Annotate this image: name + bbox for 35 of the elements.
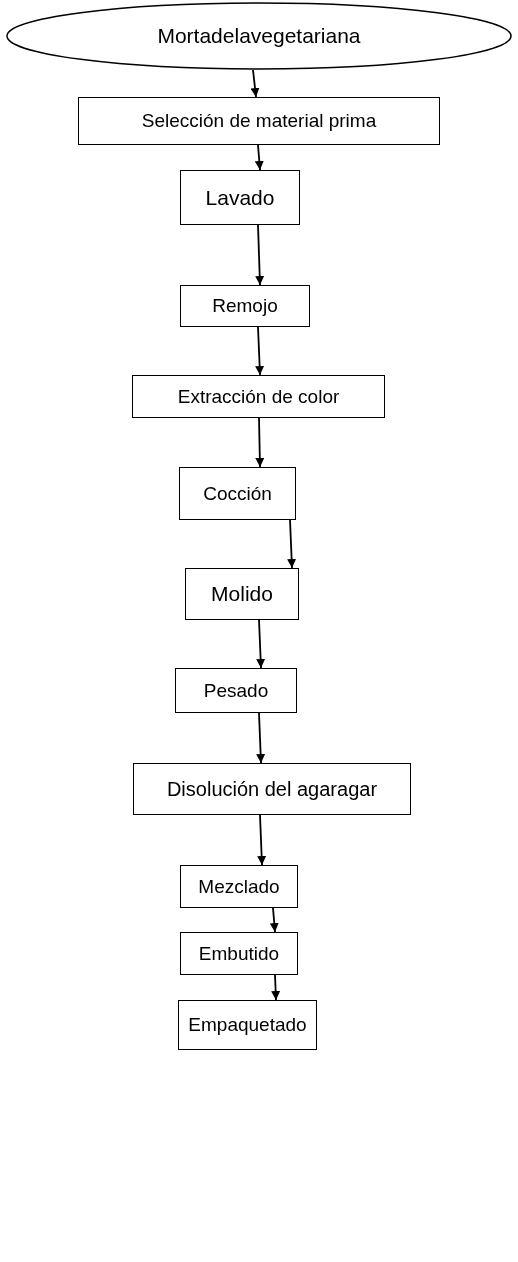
arrow	[255, 417, 265, 468]
process-box	[180, 285, 310, 327]
process-box	[132, 375, 385, 418]
process-box	[179, 467, 296, 520]
arrow	[250, 69, 260, 98]
arrow	[287, 519, 297, 569]
step-label: Mortadelavegetariana	[157, 24, 361, 48]
process-box	[78, 97, 440, 145]
step-label: Remojo	[212, 295, 278, 317]
arrow	[256, 712, 266, 764]
process-box	[178, 1000, 317, 1050]
step-label: Molido	[211, 582, 273, 606]
arrow	[256, 619, 266, 669]
process-box	[175, 668, 297, 713]
process-box	[180, 932, 298, 975]
step-label: Disolución del agaragar	[166, 777, 378, 801]
process-box	[180, 170, 300, 225]
arrow	[255, 224, 265, 286]
step-label: Embutido	[198, 942, 280, 965]
arrow	[254, 144, 264, 171]
step-label: Lavado	[205, 185, 275, 210]
process-box	[185, 568, 299, 620]
terminal-ellipse	[6, 2, 512, 70]
arrow	[269, 907, 279, 933]
step-label: Empaquetado	[188, 1014, 307, 1036]
step-label: Pesado	[203, 679, 269, 702]
process-box	[133, 763, 411, 815]
arrow	[271, 974, 281, 1001]
step-label: Selección de material prima	[141, 110, 377, 132]
arrow	[255, 326, 265, 376]
step-label: Mezclado	[198, 875, 280, 898]
process-box	[180, 865, 298, 908]
arrow	[257, 814, 267, 866]
step-label: Extracción de color	[177, 385, 340, 408]
step-label: Cocción	[203, 482, 272, 505]
